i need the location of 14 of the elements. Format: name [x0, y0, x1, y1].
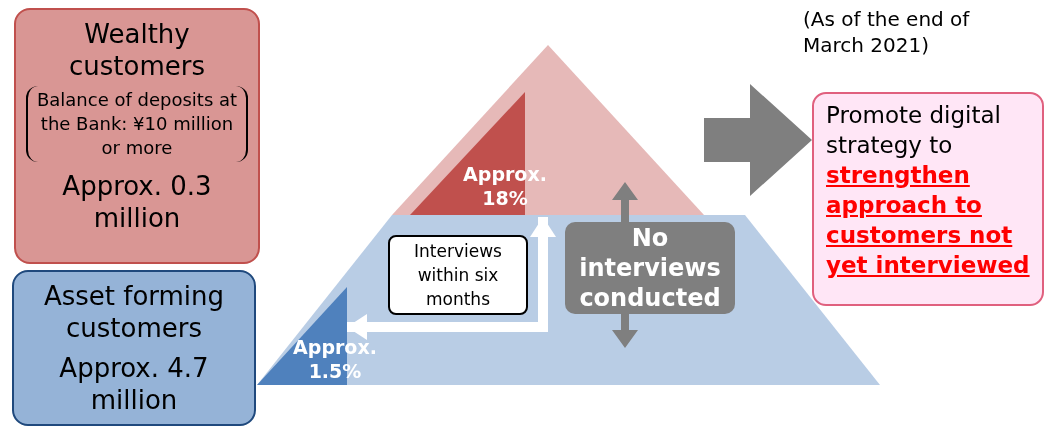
status-box: No interviews conducted	[565, 222, 735, 314]
customer-group-card	[14, 8, 260, 264]
group-title: Wealthy customers	[68, 18, 206, 82]
group-title: Asset forming customers	[42, 280, 226, 344]
pyramid-top-section	[392, 45, 704, 215]
customer-count-text: Approx. 0.3 million	[61, 170, 213, 234]
customer-group-card	[12, 270, 256, 426]
customer-count-text: Approx. 4.7 million	[58, 352, 210, 416]
date-note: (As of the end of March 2021)	[803, 6, 971, 58]
interview-note-box: Interviews within six months	[388, 235, 528, 315]
arrow	[347, 217, 556, 340]
strategy-box: Promote digital strategy to strengthen approach to customers not yet interviewed	[812, 92, 1044, 306]
deposit-criterion-text: Balance of deposits at the Bank: ¥10 million or more	[26, 86, 248, 162]
arrow	[704, 84, 812, 196]
